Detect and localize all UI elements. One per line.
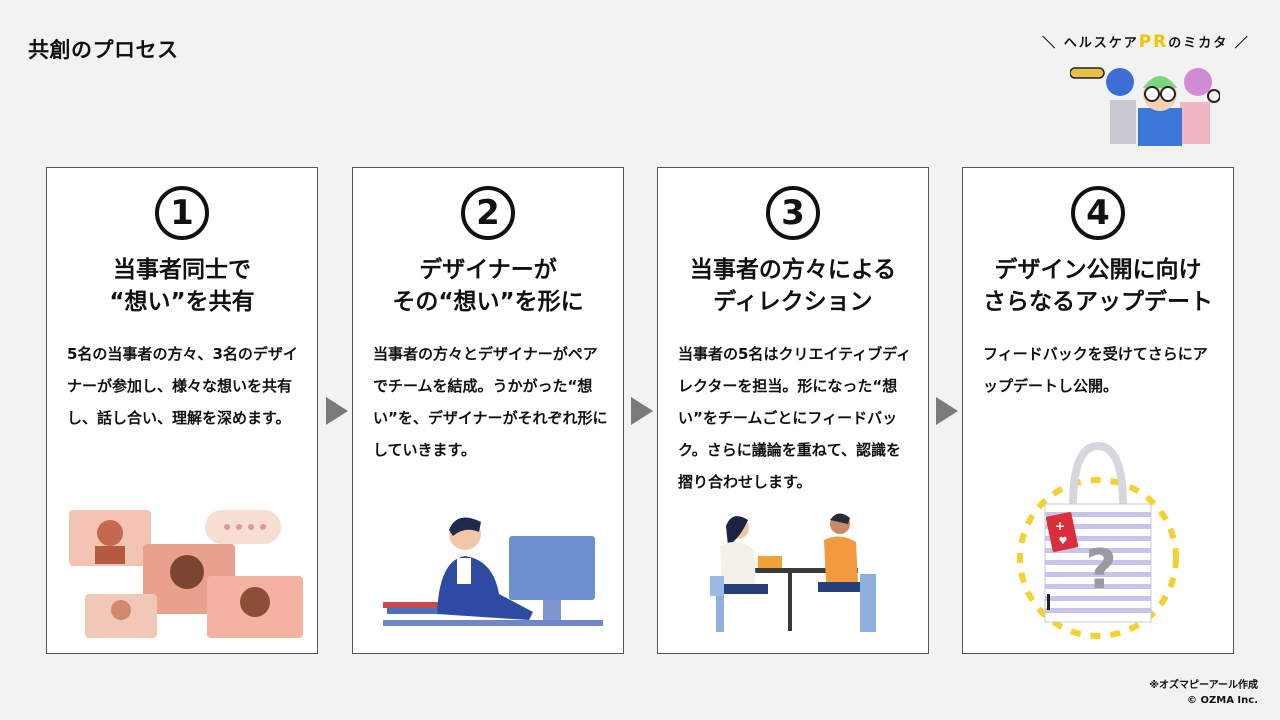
step-number: 2 (461, 186, 515, 240)
step-card-2: 2 デザイナーが その“想い”を形に 当事者の方々とデザイナーがペアでチームを結… (352, 167, 624, 654)
arrow-right-icon (936, 397, 958, 425)
svg-text:+: + (1055, 519, 1065, 533)
step-description: 5名の当事者の方々、3名のデザイナーが参加し、様々な想いを共有し、話し合い、理解… (67, 345, 298, 427)
step-card-4: 4 デザイン公開に向け さらなるアップデート フィードバックを受けてさらにアップ… (962, 167, 1234, 654)
designer-at-desk-illustration (383, 517, 603, 626)
arrow-right-icon (326, 397, 348, 425)
step-heading: 当事者同士で “想い”を共有 (109, 257, 255, 315)
video-call-illustration (69, 510, 303, 638)
brand-logo: ＼ ヘルスケアPRのミカタ ／ (1040, 30, 1252, 148)
step-heading: デザイン公開に向け さらなるアップデート (983, 257, 1213, 315)
footer-note: ※オズマピーアール作成 (1149, 680, 1258, 691)
mystery-tote-bag-illustration: ? + ♥ (1017, 441, 1179, 639)
arrow-right-icon (631, 397, 653, 425)
brand-text: ＼ ヘルスケアPRのミカタ ／ (1042, 32, 1250, 52)
step-heading: デザイナーが その“想い”を形に (392, 257, 584, 315)
step-number: 4 (1071, 186, 1125, 240)
step-description: 当事者の方々とデザイナーがペアでチームを結成。うかがった“想い”を、デザイナーが… (373, 345, 608, 459)
footer-credit: ※オズマピーアール作成 © OZMA Inc. (1149, 678, 1258, 708)
step-card-3: 3 当事者の方々による ディレクション 当事者の5名はクリエイティブディレクター… (657, 167, 929, 654)
brand-characters-illustration (1070, 67, 1220, 146)
step-heading: 当事者の方々による ディレクション (689, 257, 897, 315)
meeting-illustration (710, 513, 876, 632)
step-description: フィードバックを受けてさらにアップデートし公開。 (983, 345, 1208, 395)
page-title: 共創のプロセス (28, 38, 179, 62)
svg-text:?: ? (1085, 538, 1116, 601)
step-number: 1 (155, 186, 209, 240)
step-number: 3 (766, 186, 820, 240)
step-card-1: 1 当事者同士で “想い”を共有 5名の当事者の方々、3名のデザイナーが参加し、… (46, 167, 318, 654)
step-description: 当事者の5名はクリエイティブディレクターを担当。形になった“想い”をチームごとに… (678, 345, 912, 491)
footer-copyright: © OZMA Inc. (1187, 695, 1258, 706)
svg-text:♥: ♥ (1059, 536, 1068, 547)
